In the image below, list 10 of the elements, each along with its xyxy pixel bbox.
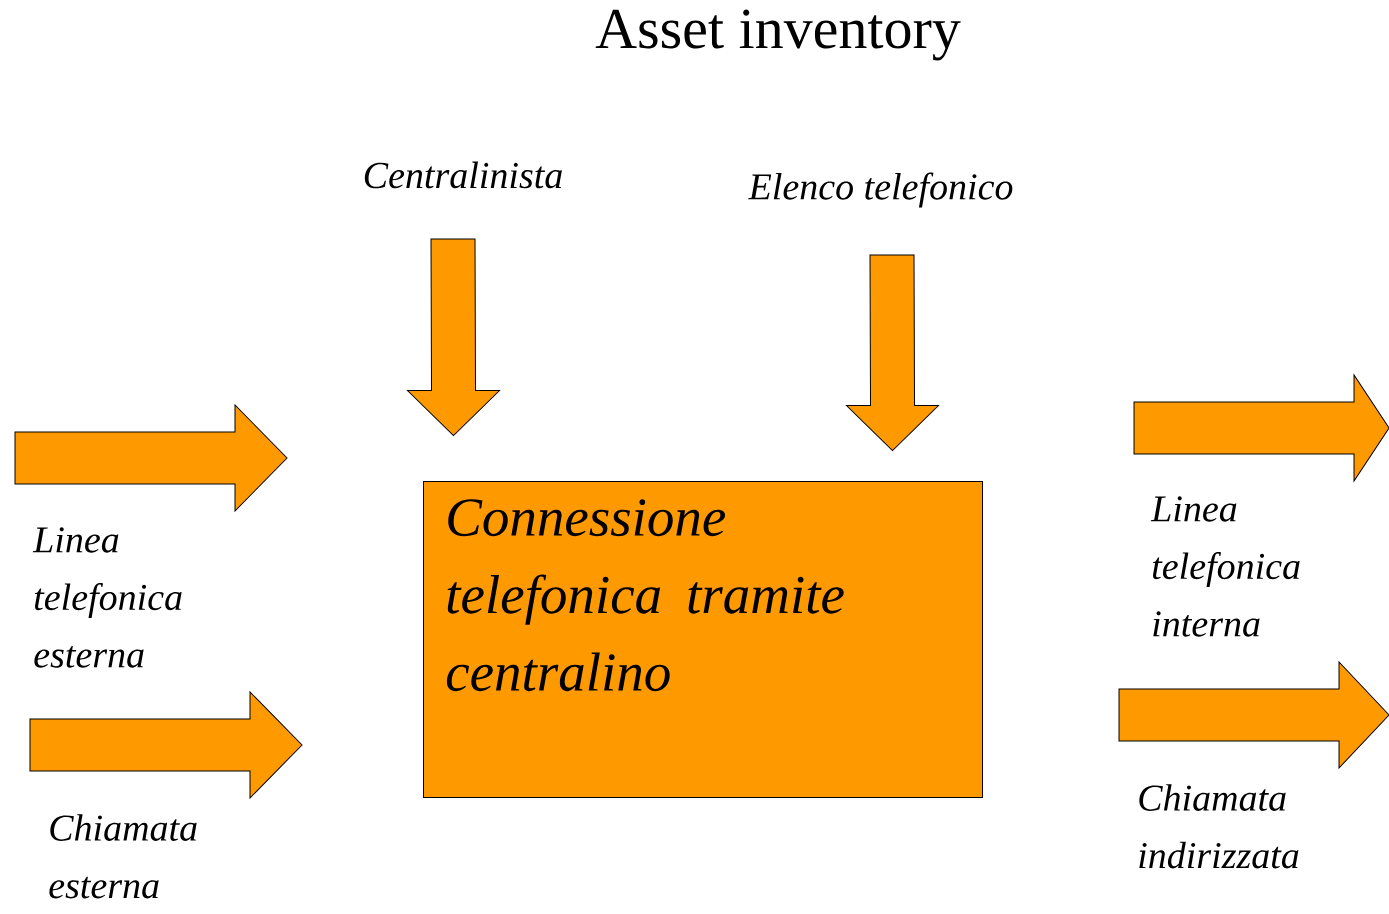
label-text: Centralinista (364, 161, 562, 189)
title: Asset inventory (595, 9, 961, 61)
arrow-label: Linea telefonica interna (1150, 496, 1300, 637)
arrow-label: Chiamata indirizzata (1139, 784, 1299, 869)
label-text: Elenco telefonico (748, 172, 1013, 208)
block-arrow (846, 254, 939, 451)
block-arrow (407, 238, 500, 436)
arrow-label: Chiamata esterna (49, 814, 197, 899)
process-box: Connessione telefonica tramite centralino (423, 481, 983, 798)
arrow-label: Linea telefonica esterna (32, 527, 182, 668)
